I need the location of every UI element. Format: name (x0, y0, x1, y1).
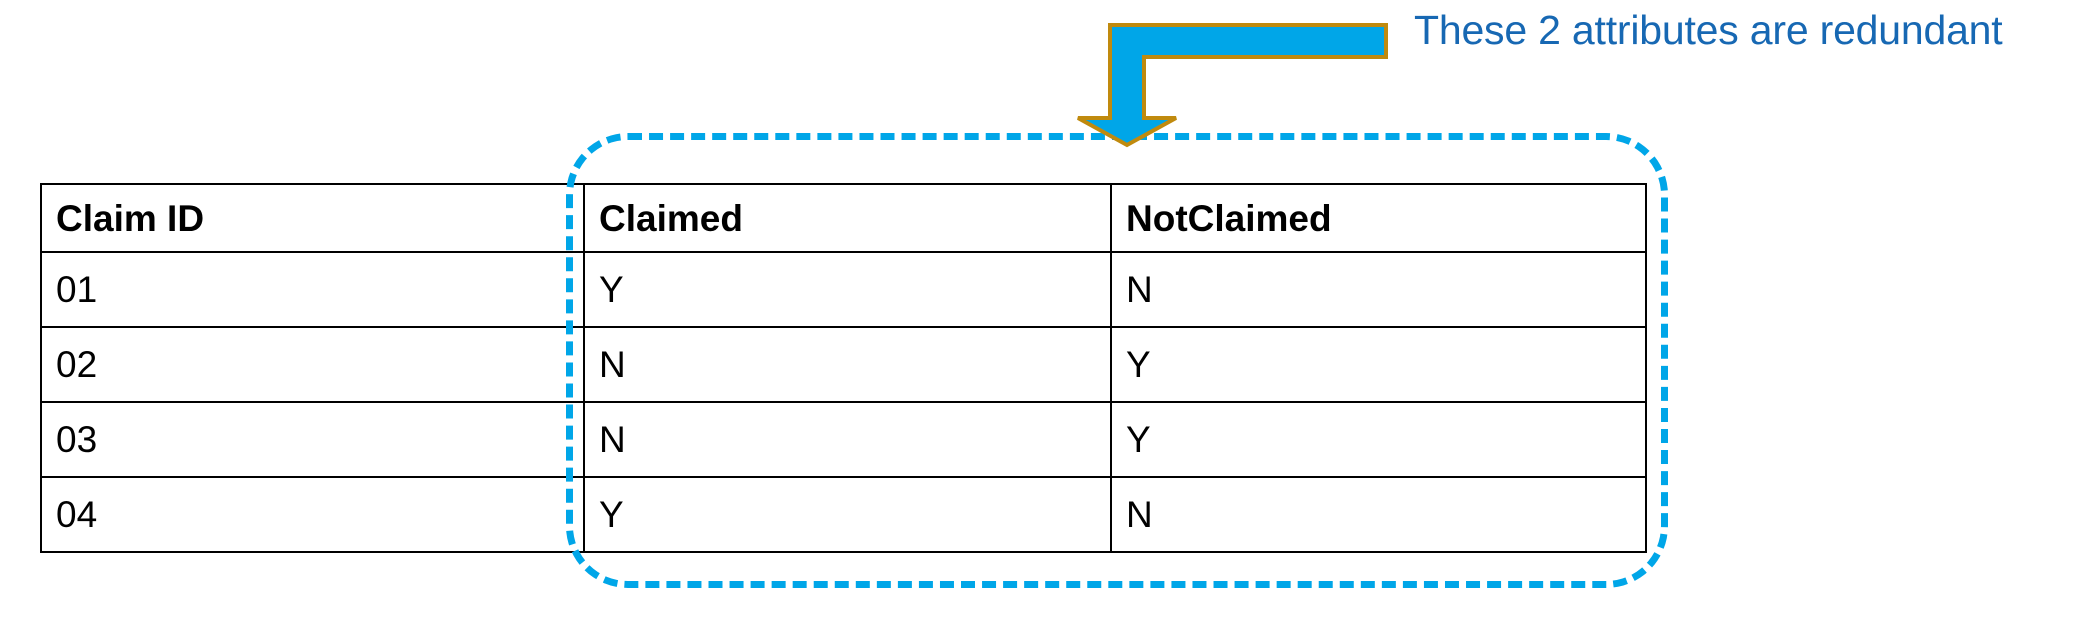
table-header-row: Claim ID Claimed NotClaimed (40, 183, 1647, 253)
cell-not-claimed: Y (1110, 401, 1647, 478)
cell-claimed: N (583, 401, 1112, 478)
table-row: 03 N Y (40, 401, 1647, 478)
cell-claimed: Y (583, 476, 1112, 553)
cell-not-claimed: N (1110, 251, 1647, 328)
cell-claim-id: 01 (40, 251, 585, 328)
elbow-down-arrow-icon (1077, 23, 1388, 148)
table-row: 02 N Y (40, 326, 1647, 403)
claims-table: Claim ID Claimed NotClaimed 01 Y N 02 N … (40, 183, 1647, 553)
column-header-claim-id: Claim ID (40, 183, 585, 253)
cell-claim-id: 03 (40, 401, 585, 478)
table-row: 04 Y N (40, 476, 1647, 553)
cell-claim-id: 04 (40, 476, 585, 553)
column-header-claimed: Claimed (583, 183, 1112, 253)
table-row: 01 Y N (40, 251, 1647, 328)
cell-claimed: N (583, 326, 1112, 403)
cell-not-claimed: Y (1110, 326, 1647, 403)
cell-not-claimed: N (1110, 476, 1647, 553)
cell-claimed: Y (583, 251, 1112, 328)
annotation-label: These 2 attributes are redundant (1414, 7, 2003, 53)
cell-claim-id: 02 (40, 326, 585, 403)
column-header-notclaimed: NotClaimed (1110, 183, 1647, 253)
